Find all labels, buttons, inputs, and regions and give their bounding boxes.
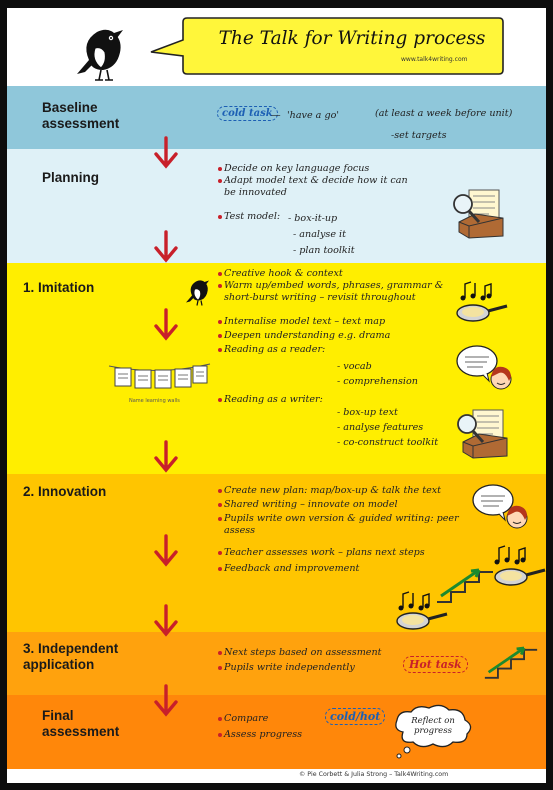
writer-subitem: - analyse features (337, 422, 424, 433)
website: www.talk4writing.com (401, 56, 468, 63)
down-arrow-icon (154, 230, 178, 263)
stage-label-final: Final assessment (42, 708, 120, 739)
innovation-item: Shared writing – innovate on model (218, 499, 398, 510)
stairs-icon (484, 646, 538, 679)
have-a-go: 'have a go' (287, 110, 340, 121)
credit: © Pie Corbett & Julia Strong – Talk4Writ… (299, 771, 449, 778)
washing-line-icon (108, 363, 211, 389)
frying-pan-icon (396, 612, 448, 630)
down-arrow-icon (154, 440, 178, 473)
down-arrow-icon (154, 534, 178, 567)
stage-label-independent: 3. Independent application (23, 641, 119, 672)
washing-line-caption: Name learning walls (129, 398, 180, 404)
imitation-item: Reading as a writer: (218, 394, 323, 405)
planning-item: Adapt model text & decide how it can be … (218, 175, 414, 200)
box-icon (457, 409, 508, 459)
final-item: Compare (217, 713, 269, 724)
innovation-item: Create new plan: map/box-up & talk the t… (217, 485, 442, 496)
arrow-dash: — (271, 110, 281, 121)
stage-label-planning: Planning (42, 170, 99, 185)
band-imitation (7, 263, 546, 474)
stairs-icon (437, 568, 493, 603)
innovation-item: Teacher assesses work – plans next steps (218, 547, 425, 558)
frying-pan-icon (456, 304, 508, 322)
down-arrow-icon (154, 604, 178, 637)
baseline-timing: (at least a week before unit) (375, 108, 513, 119)
poster: The Talk for Writing process www.talk4wr… (7, 8, 546, 783)
band-independent (7, 632, 546, 695)
musical-notes-icon (494, 545, 526, 565)
imitation-item: Internalise model text – text map (217, 316, 386, 327)
thought-cloud-icon (395, 704, 472, 759)
speech-bubble-icon (456, 345, 512, 390)
musical-notes-icon (398, 591, 430, 611)
hot-task-badge: Hot task (403, 656, 468, 673)
band-innovation (7, 474, 546, 632)
reflect-text: Reflect on progress (411, 716, 455, 736)
writer-subitem: - box-up text (337, 407, 398, 418)
final-item: Assess progress (217, 729, 303, 740)
independent-item: Pupils write independently (218, 662, 355, 673)
imitation-item: Warm up/embed words, phrases, grammar & … (218, 280, 464, 305)
innovation-item: Feedback and improvement (217, 563, 360, 574)
stage-label-imitation: 1. Imitation (23, 280, 95, 295)
innovation-item: Pupils write own version & guided writin… (218, 513, 474, 538)
imitation-item: Reading as a reader: (217, 344, 326, 355)
planning-subitem: - box-it-up (288, 213, 338, 224)
down-arrow-icon (154, 684, 178, 717)
magpie-icon (186, 280, 209, 306)
imitation-item: Deepen understanding e.g. drama (217, 330, 391, 341)
box-icon (453, 189, 504, 239)
imitation-item: Creative hook & context (218, 268, 343, 279)
planning-item: Decide on key language focus (217, 163, 370, 174)
writer-subitem: - co-construct toolkit (337, 437, 439, 448)
cold-task-badge: cold task (217, 106, 278, 121)
stage-label-baseline: Baseline assessment (42, 100, 120, 131)
reader-subitem: - comprehension (337, 376, 418, 387)
planning-item: Test model: (217, 211, 281, 222)
poster-title: The Talk for Writing process (218, 28, 486, 49)
magpie-icon (77, 29, 123, 81)
footer-bar (7, 769, 546, 783)
stage-label-innovation: 2. Innovation (23, 484, 107, 499)
down-arrow-icon (154, 308, 178, 341)
planning-subitem: - analyse it (293, 229, 346, 240)
set-targets: -set targets (391, 130, 447, 141)
speech-bubble-icon (472, 484, 528, 529)
frying-pan-icon (494, 568, 546, 586)
title-speech-box (150, 17, 504, 75)
cold-hot-badge: cold/hot (325, 708, 386, 725)
reader-subitem: - vocab (337, 361, 372, 372)
planning-subitem: - plan toolkit (293, 245, 355, 256)
musical-notes-icon (460, 281, 492, 301)
independent-item: Next steps based on assessment (218, 647, 382, 658)
down-arrow-icon (154, 136, 178, 169)
